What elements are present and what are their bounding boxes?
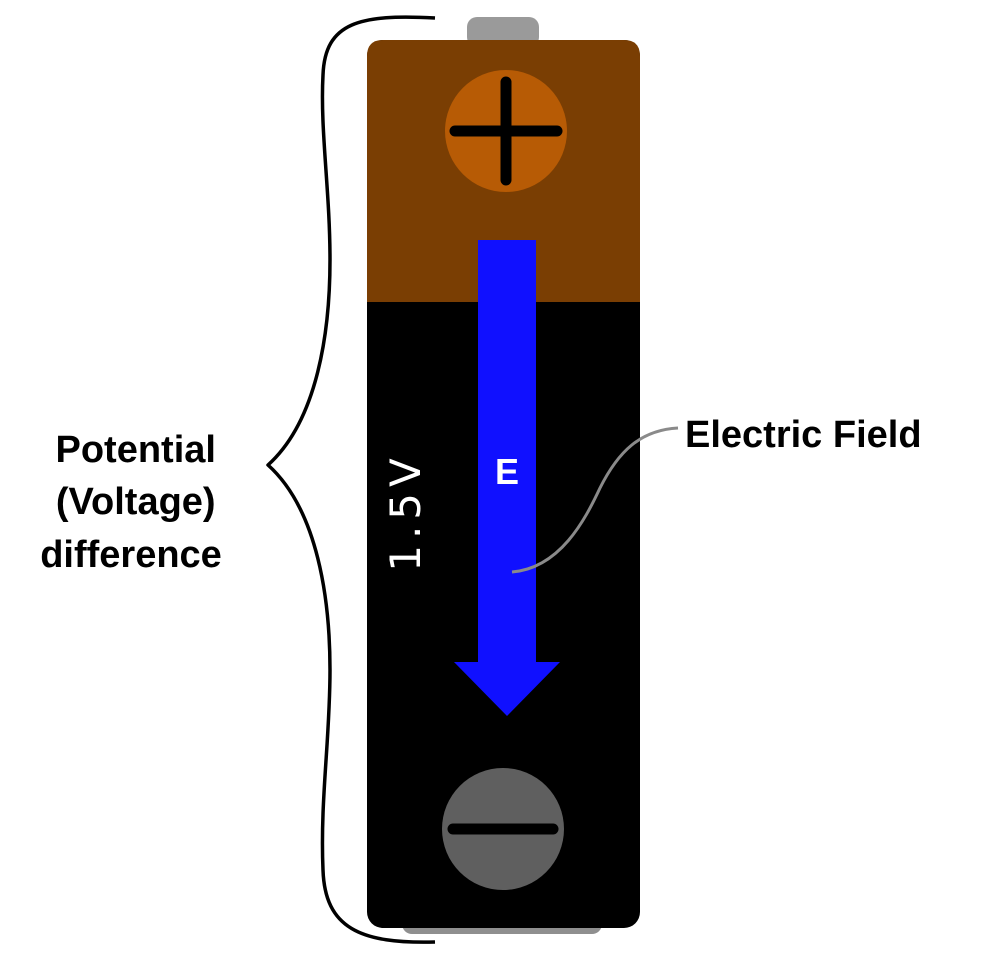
field-symbol-label: E: [495, 451, 519, 492]
negative-terminal: [442, 768, 564, 890]
electric-field-arrow: [454, 240, 560, 716]
potential-difference-label: Potential (Voltage) difference: [40, 429, 226, 576]
electric-field-label: Electric Field: [685, 414, 922, 456]
potential-difference-line-2: (Voltage): [56, 481, 216, 523]
potential-difference-line-3: difference: [40, 534, 222, 576]
voltage-label: 1.5V: [381, 452, 430, 572]
battery-nub: [467, 17, 539, 47]
potential-difference-line-1: Potential: [55, 429, 215, 471]
voltage-brace: [266, 15, 436, 944]
positive-terminal: [445, 70, 567, 192]
field-leader-line: [511, 426, 679, 574]
plus-icon: [449, 76, 563, 186]
